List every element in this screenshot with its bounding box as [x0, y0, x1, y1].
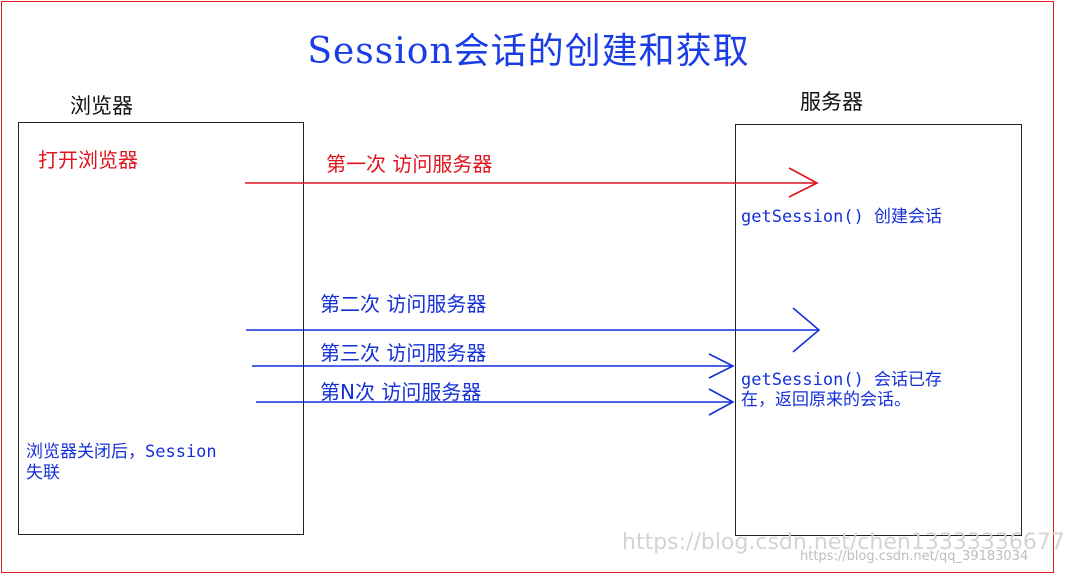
arrow-request-n: [256, 388, 735, 416]
arrow-request-2-head: [792, 307, 821, 353]
server-exists-note-line1: getSession() 会话已存: [741, 370, 943, 390]
arrow-request-3: [252, 353, 735, 379]
server-create-note: getSession() 创建会话: [741, 207, 943, 227]
browser-heading: 浏览器: [70, 94, 133, 118]
request-1-label: 第一次 访问服务器: [326, 152, 493, 176]
arrow-request-1: [245, 167, 819, 198]
browser-closed-note-line2: 失联: [26, 463, 60, 483]
request-n-label: 第N次 访问服务器: [320, 380, 482, 404]
arrow-request-1-head: [788, 167, 819, 198]
watermark-line1: https://blog.csdn.net/chen13333336677: [622, 530, 1065, 555]
request-3-label: 第三次 访问服务器: [320, 341, 487, 365]
arrow-request-n-head: [708, 388, 735, 416]
server-heading: 服务器: [800, 90, 863, 114]
browser-closed-note-line1: 浏览器关闭后，Session: [26, 442, 217, 462]
open-browser-label: 打开浏览器: [38, 148, 138, 172]
request-2-label: 第二次 访问服务器: [320, 292, 487, 316]
arrow-request-3-head: [708, 353, 735, 379]
arrow-request-2: [246, 307, 821, 353]
diagram-title: Session会话的创建和获取: [307, 31, 750, 72]
browser-box: [18, 122, 304, 535]
watermark-line2: https://blog.csdn.net/qq_39183034: [800, 549, 1029, 564]
server-exists-note-line2: 在，返回原来的会话。: [741, 390, 911, 410]
